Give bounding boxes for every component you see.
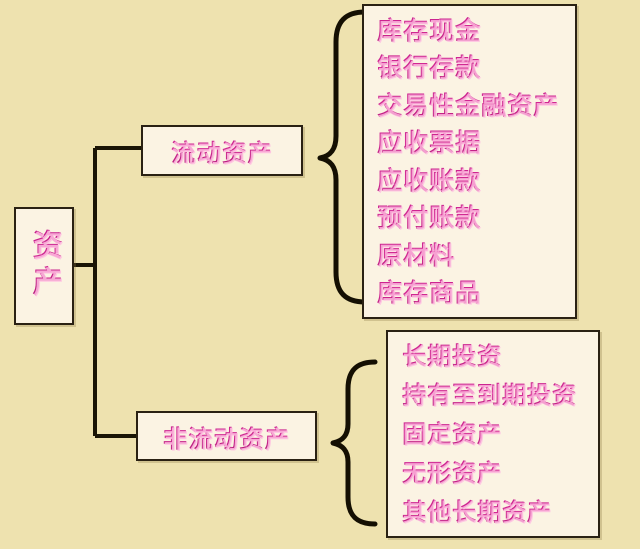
branch-node-label: 非流动资产 [163,419,290,454]
list-item: 长期投资 [402,337,598,376]
list-item: 原材料 [377,237,575,275]
brace-noncurrent [330,359,378,527]
branch-node-current-assets[interactable]: 流动资产 [141,125,303,176]
list-item: 应收账款 [377,162,575,200]
brace-current [317,9,368,305]
root-node-assets[interactable]: 资产 [14,207,74,325]
current-assets-list: 库存现金 银行存款 交易性金融资产 应收票据 应收账款 预付账款 原材料 库存商… [362,4,577,319]
list-item: 无形资产 [402,454,598,493]
list-item: 固定资产 [402,415,598,454]
list-item: 持有至到期投资 [402,376,598,415]
root-node-label: 资产 [26,229,62,303]
noncurrent-assets-list: 长期投资 持有至到期投资 固定资产 无形资产 其他长期资产 [386,330,600,538]
list-item: 库存现金 [377,12,575,50]
list-item: 预付账款 [377,199,575,237]
list-item: 其他长期资产 [402,493,598,532]
list-item: 交易性金融资产 [377,87,575,125]
list-item: 应收票据 [377,124,575,162]
list-item: 库存商品 [377,274,575,312]
branch-node-noncurrent-assets[interactable]: 非流动资产 [136,411,317,461]
list-item: 银行存款 [377,49,575,87]
branch-node-label: 流动资产 [171,133,273,168]
